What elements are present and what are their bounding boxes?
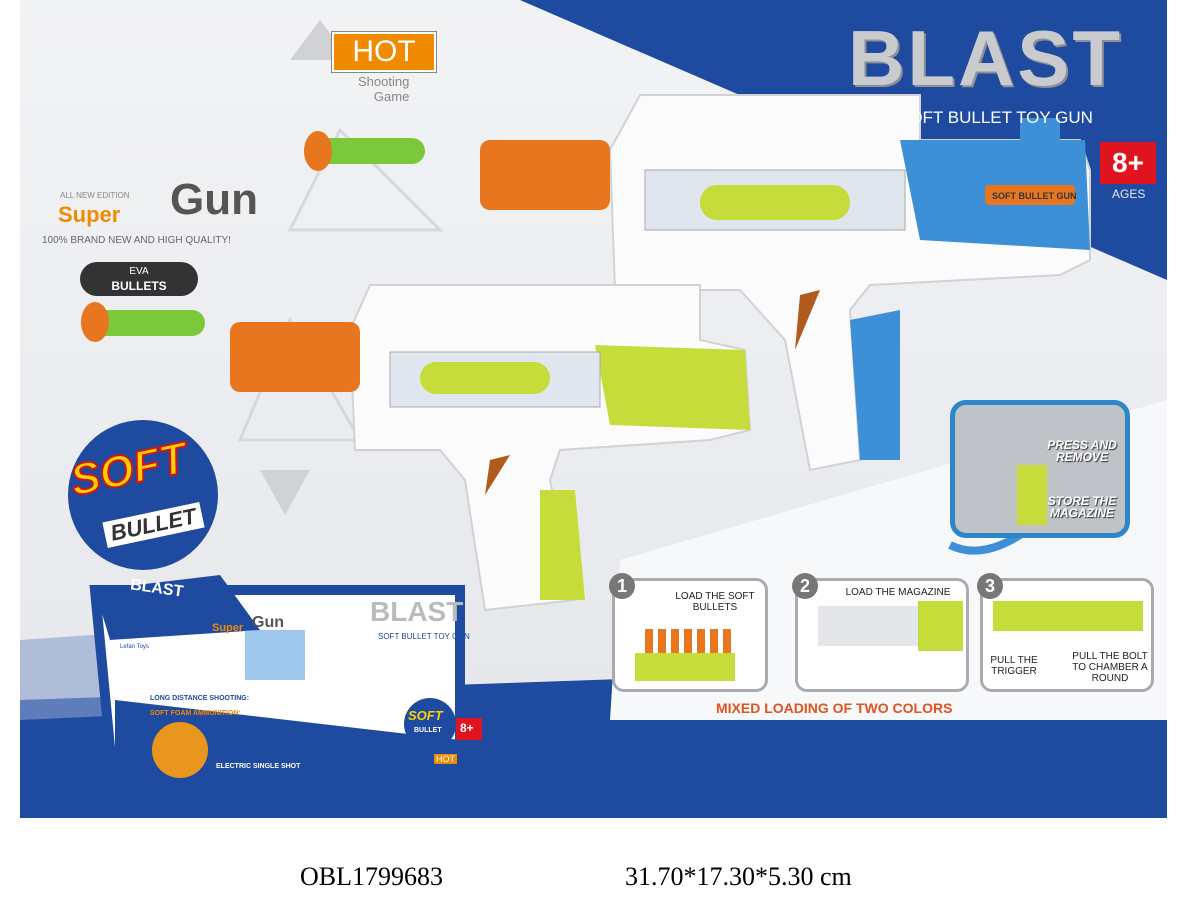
box-super: Super [212, 622, 244, 634]
quality-label: 100% BRAND NEW AND HIGH QUALITY! [42, 235, 231, 246]
blue-toy-gun: SOFT BULLET GUN [304, 94, 1091, 472]
step-number: 3 [977, 573, 1003, 599]
box-gun: Gun [252, 614, 284, 631]
step-label: LOAD THE SOFT BULLETS [675, 591, 755, 613]
store-magazine-label: STORE THE MAGAZINE [1047, 494, 1117, 520]
super-label: Super [58, 202, 121, 227]
gun-label: SOFT BULLET GUN [992, 191, 1077, 201]
box-hot: HOT [434, 754, 457, 764]
age-label: AGES [1112, 187, 1146, 201]
box-title: BLAST [370, 596, 464, 627]
press-remove-label: PRESS AND REMOVE [1047, 438, 1117, 464]
lime-toy-gun [81, 284, 752, 612]
hot-sub-1: Shooting [358, 74, 410, 89]
product-code: OBL1799683 [300, 862, 443, 891]
background-shapes: SOFT BULLET GUN [20, 0, 1167, 818]
box-soft: SOFT [408, 708, 443, 723]
step-label: LOAD THE MAGAZINE [845, 587, 951, 598]
step-number: 1 [609, 573, 635, 599]
eva-bullets-badge: EVA BULLETS [80, 262, 198, 296]
hot-badge: HOT [331, 31, 437, 73]
box-feature-3: ELECTRIC SINGLE SHOT [216, 763, 301, 770]
step-1: 1 LOAD THE SOFT BULLETS [609, 573, 768, 692]
box-subtitle: SOFT BULLET TOY GUN [378, 632, 470, 641]
product-image: SOFT BULLET GUN BLAST SOFT BULLET TOY GU… [20, 0, 1167, 818]
hot-sub-2: Game [373, 89, 410, 104]
box-maker: Lefan Toys [120, 644, 149, 650]
box-age: 8+ [460, 721, 474, 735]
box-bullet: BULLET [414, 727, 442, 734]
magazine-inset: PRESS AND REMOVE STORE THE MAGAZINE [950, 400, 1130, 538]
brand-title: BLAST [848, 14, 1123, 102]
edition-label: ALL NEW EDITION [60, 191, 130, 200]
eva-label: EVA [129, 266, 149, 277]
mixed-loading-caption: MIXED LOADING OF TWO COLORS [716, 700, 953, 716]
pull-trigger-label: PULL THE TRIGGER [990, 655, 1038, 677]
step-2: 2 LOAD THE MAGAZINE [792, 573, 969, 692]
product-box [89, 575, 482, 806]
bullets-label: BULLETS [111, 279, 167, 293]
box-feature-2: SOFT FOAM AMMUNITION: [150, 710, 241, 717]
step-number: 2 [792, 573, 818, 599]
gun-label-large: Gun [170, 175, 258, 224]
brand-subtitle: SOFT BULLET TOY GUN [898, 108, 1093, 127]
soft-bullet-badge [68, 420, 218, 570]
step-3: 3 PULL THE TRIGGER PULL THE BOLT TO CHAM… [977, 573, 1154, 692]
age-badge: 8+ [1100, 142, 1156, 184]
pull-bolt-label: PULL THE BOLT TO CHAMBER A ROUND [1072, 651, 1148, 684]
product-dimensions: 31.70*17.30*5.30 cm [625, 862, 852, 891]
box-feature-1: LONG DISTANCE SHOOTING: [150, 695, 250, 702]
